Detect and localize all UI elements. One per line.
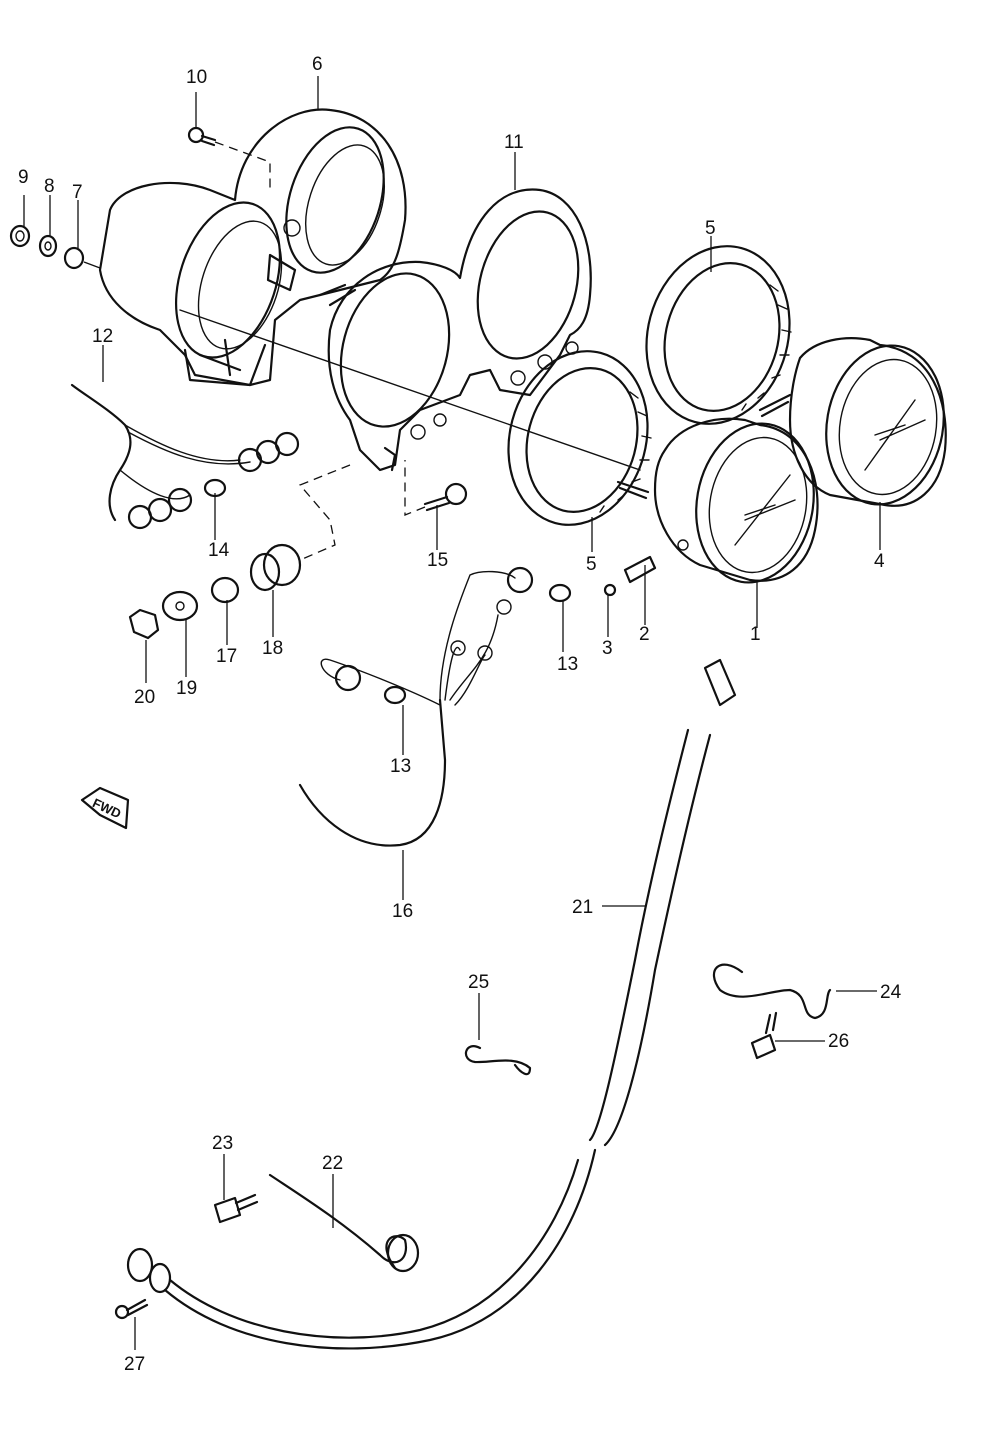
bolt-part-23 — [213, 1193, 259, 1224]
part-label-14: 14 — [208, 540, 230, 561]
tachometer-part — [758, 337, 947, 507]
part-label-16: 16 — [392, 901, 413, 922]
retaining-ring-upper — [645, 245, 792, 425]
meter-case-part — [98, 108, 407, 387]
part-labels: 1 2 3 4 5 5 6 7 8 9 10 11 12 13 13 14 15… — [18, 54, 902, 1375]
part-label-23: 23 — [212, 1133, 233, 1154]
screw-part-15 — [404, 460, 468, 516]
part-label-1: 1 — [750, 624, 761, 645]
part-label-5-lower: 5 — [586, 554, 597, 575]
clip-part-24 — [713, 963, 832, 1020]
part-label-18: 18 — [262, 638, 283, 659]
part-label-20: 20 — [134, 687, 155, 708]
part-label-15: 15 — [427, 550, 448, 571]
part-label-27: 27 — [124, 1354, 145, 1375]
wiring-harness-part — [70, 383, 300, 530]
forward-direction-marker: FWD — [80, 786, 130, 830]
small-fasteners-7-8-9 — [9, 224, 101, 270]
screw-part-27 — [114, 1298, 149, 1320]
part-label-8: 8 — [44, 176, 55, 197]
part-label-2: 2 — [639, 624, 650, 645]
part-label-6: 6 — [312, 54, 323, 75]
part-label-3: 3 — [602, 638, 613, 659]
part-label-19: 19 — [176, 678, 197, 699]
part-label-22: 22 — [322, 1153, 343, 1174]
part-label-24: 24 — [880, 982, 902, 1003]
bolt-part-26 — [750, 1011, 778, 1060]
bulb-and-screw-2-3 — [603, 555, 657, 597]
part-label-5-upper: 5 — [705, 218, 716, 239]
clip-part-25 — [464, 1045, 532, 1076]
part-label-13-left: 13 — [390, 756, 411, 777]
leader-lines — [23, 76, 881, 1350]
part-label-4: 4 — [874, 551, 885, 572]
part-label-26: 26 — [828, 1031, 849, 1052]
part-label-10: 10 — [186, 67, 207, 88]
speedometer-part — [616, 417, 819, 584]
clamp-part-22 — [268, 1173, 420, 1273]
part-label-13-right: 13 — [557, 654, 578, 675]
part-label-25: 25 — [468, 972, 489, 993]
part-label-17: 17 — [216, 646, 237, 667]
part-label-11: 11 — [504, 132, 524, 153]
retaining-ring-lower — [507, 350, 652, 526]
part-label-12: 12 — [92, 326, 113, 347]
screw-part-10 — [187, 126, 271, 190]
part-label-7: 7 — [72, 182, 83, 203]
lower-harness-part — [298, 566, 572, 847]
front-panel-part — [327, 188, 592, 472]
part-label-9: 9 — [18, 167, 29, 188]
part-label-21: 21 — [572, 897, 593, 918]
speedometer-cable-part — [126, 658, 737, 1350]
damper-stack-17-20 — [128, 464, 351, 640]
